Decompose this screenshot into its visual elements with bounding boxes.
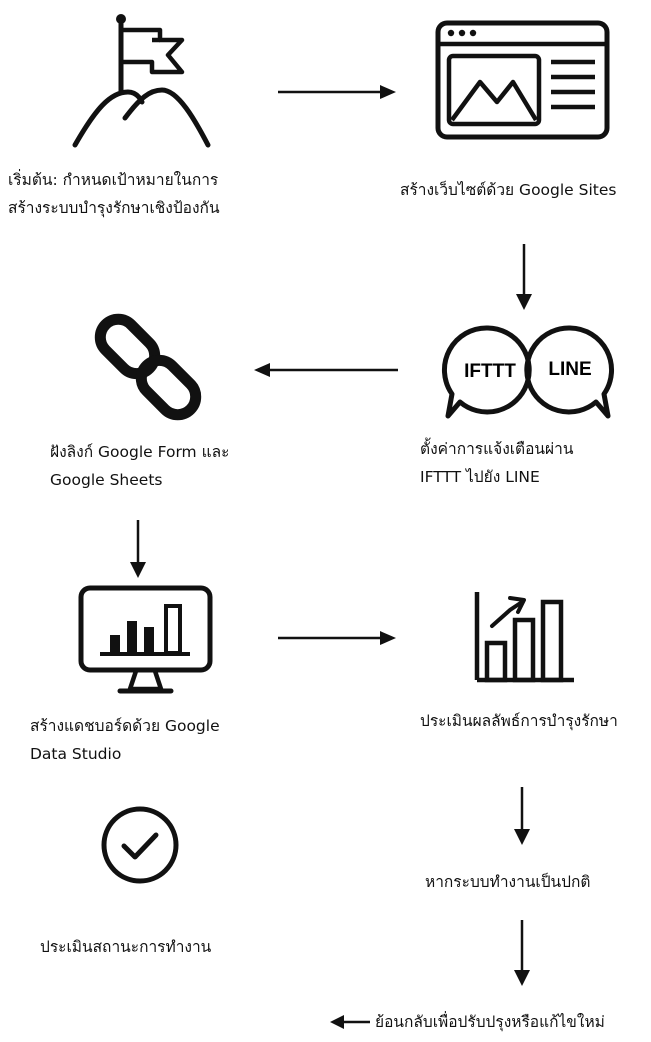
arrow-evaluate-to-normal [514,787,530,845]
ifttt-step-label: ตั้งค่าการแจ้งเตือนผ่าน IFTTT ไปยัง LINE [420,440,574,486]
normal-step-label: หากระบบทำงานเป็นปกติ [425,873,591,891]
sites-step-label: สร้างเว็บไซต์ด้วย Google Sites [400,181,617,199]
evaluate-step-label: ประเมินผลลัพธ์การบำรุงรักษา [420,712,618,730]
loop-step-label: ย้อนกลับเพื่อปรับปรุงหรือแก้ไขใหม่ [375,1013,605,1031]
check-circle-icon [101,806,179,884]
arrow-start-to-sites [278,85,396,99]
line-text: LINE [548,359,591,380]
arrow-ifttt-to-embed [254,363,398,377]
arrow-dashboard-to-evaluate [278,631,396,645]
arrow-normal-to-loop [514,920,530,986]
flag-mountain-icon [72,14,211,148]
website-icon [435,20,610,140]
start-step-label: เริ่มต้น: กำหนดเป้าหมายในการ สร้างระบบบำ… [8,171,220,217]
monitor-chart-icon [78,585,213,694]
dashboard-step-label: สร้างแดชบอร์ดด้วย Google Data Studio [30,717,220,763]
embed-step-label: ฝังลิงก์ Google Form และ Google Sheets [50,443,230,489]
assess-step-label: ประเมินสถานะการทำงาน [40,938,212,956]
arrow-embed-to-dashboard [130,520,146,578]
link-icon [94,313,202,421]
growth-chart-icon [474,592,574,683]
ifttt-text: IFTTT [464,361,516,382]
arrow-loop-back [330,1015,370,1029]
arrow-sites-to-ifttt [516,244,532,310]
chat-bubbles-icon: IFTTT LINE [441,325,615,419]
